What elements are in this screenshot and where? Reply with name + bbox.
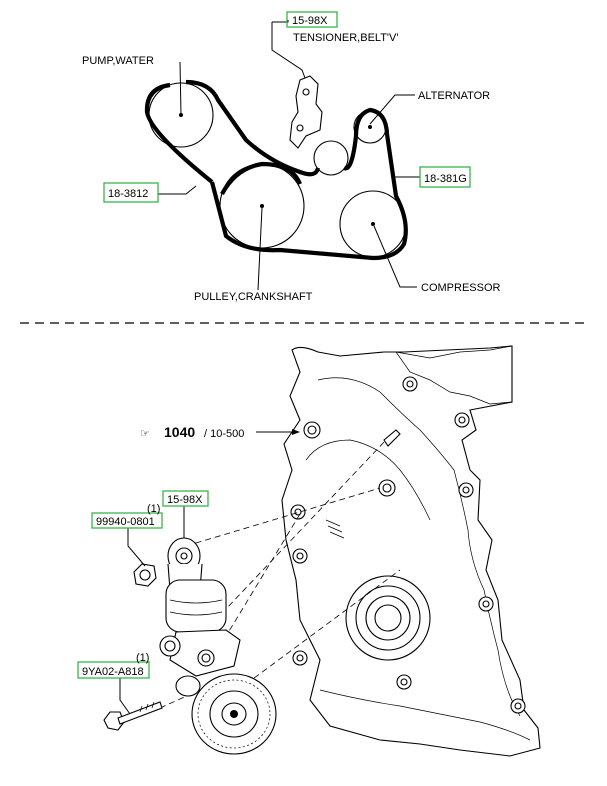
alternator-label: ALTERNATOR [418,90,490,102]
flange-nut[interactable] [133,563,157,587]
bolt-code[interactable]: 9YA02-A818 [82,666,144,678]
tensioner-idler-pulley[interactable] [175,673,277,755]
leader-line [158,185,197,195]
belt-code-box[interactable] [103,182,159,203]
leader-line [179,61,182,116]
belt-code[interactable]: 18-3812 [108,188,148,200]
tensioner-name-label: TENSIONER,BELT'V' [293,32,398,44]
ref-prefix-icon: ☞ [140,428,150,440]
v-belt[interactable] [144,79,408,261]
nut-code-box[interactable] [91,512,163,529]
leader-line [127,528,146,567]
cover-lower-edge [319,689,531,741]
tensioner-code-bottom[interactable]: 15-98X [167,494,203,506]
pump-water-label: PUMP,WATER [82,55,154,67]
tensioner-code-box-bottom[interactable] [162,490,209,507]
tensioner-bolt-hole [296,124,304,132]
ref-arrow-icon [292,429,300,435]
leader-line [271,22,306,79]
pulley-center-dot [371,222,375,226]
alternator-code[interactable]: 18-381G [424,173,467,185]
leader-line [373,225,417,288]
tensioner-code-top[interactable]: 15-98X [292,15,328,27]
tensioner-code-box[interactable] [286,11,338,28]
alternator-code-box[interactable] [419,166,471,188]
flange-bolt[interactable] [103,701,163,731]
assembly-guide-lines [159,439,401,709]
tensioner-bolt-hole [302,88,310,96]
exploded-view: ☞ 1040 / 10-500 [77,345,541,757]
pulley-center-dot [368,125,372,129]
crank-seal-bore [374,604,402,632]
bolt-qty: (1) [136,652,149,664]
stud-thread [325,519,345,539]
ref-page-number[interactable]: 1040 [164,424,195,440]
tensioner-pulley[interactable] [313,140,349,176]
cover-top-block [395,345,513,405]
pulley-center-dot [260,204,264,208]
leader-line [272,20,289,23]
ref-page-sub[interactable]: / 10-500 [204,428,244,440]
crankshaft-label: PULLEY,CRANKSHAFT [194,291,313,303]
leader-line [119,678,131,715]
mounting-stud [383,429,401,447]
cover-inner-rib [317,377,521,717]
bolt-code-box[interactable] [77,661,150,679]
v-belt-inner [220,161,302,196]
timing-chain-cover[interactable] [281,345,541,757]
nut-qty: (1) [147,503,160,515]
leader-line [369,94,415,125]
belt-tensioner-assembly[interactable] [159,537,241,677]
belt-routing-diagram: 15-98X TENSIONER,BELT'V' PUMP,WATER ALTE… [82,11,501,303]
nut-code[interactable]: 99940-0801 [96,516,155,528]
cover-inner-rib [305,439,431,521]
leader-line [257,207,263,291]
tensioner-bracket[interactable] [289,75,323,149]
cover-bolt-bosses [290,376,526,714]
compressor-label: COMPRESSOR [421,282,501,294]
